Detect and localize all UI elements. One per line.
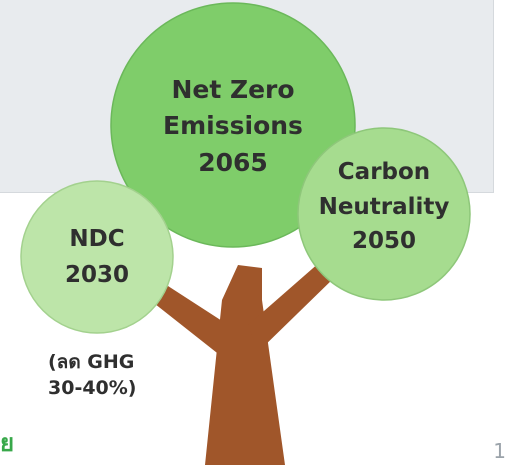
net-zero-line-3: 2065: [198, 147, 268, 177]
circle-ndc: [20, 180, 174, 334]
ndc-line-2: 2030: [64, 261, 129, 288]
carbon-line-1: Carbon: [337, 159, 431, 185]
tree-trunk: [205, 265, 285, 465]
page-number: 1: [493, 439, 506, 463]
net-zero-label: Net Zero Emissions 2065: [133, 72, 333, 181]
note-line-1: (ลด GHG: [48, 351, 135, 373]
carbon-line-2: Neutrality: [318, 193, 450, 220]
tree-branch-left: [150, 286, 236, 360]
ndc-label: NDC 2030: [37, 222, 157, 293]
cropped-thai-glyph: ย: [0, 429, 15, 457]
note-line-2: 30-40%): [48, 376, 137, 399]
net-zero-line-1: Net Zero: [171, 75, 295, 104]
ndc-line-1: NDC: [69, 226, 125, 252]
ghg-reduction-note: (ลด GHG 30-40%): [48, 350, 137, 401]
tree-branch-right: [248, 262, 336, 352]
circle-net-zero: [110, 2, 356, 248]
carbon-line-3: 2050: [351, 228, 416, 254]
net-zero-line-2: Emissions: [163, 111, 303, 141]
circle-carbon-neutrality: [297, 127, 471, 301]
carbon-neutrality-label: Carbon Neutrality 2050: [304, 155, 464, 259]
